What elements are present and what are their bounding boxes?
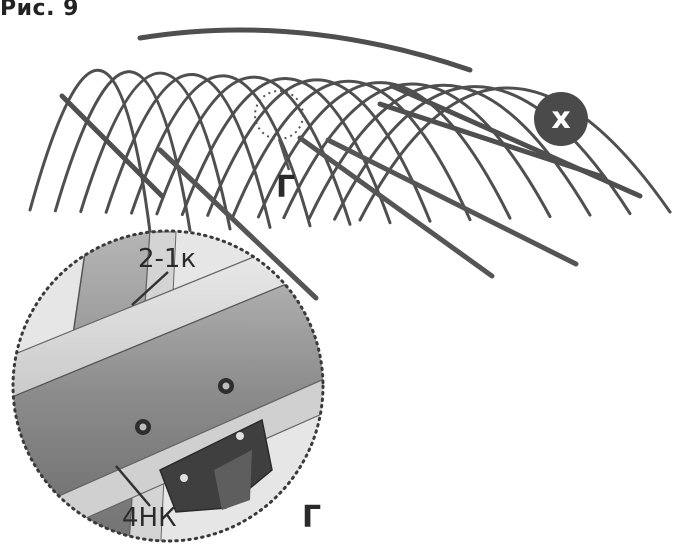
figure-title: Рис. 9 (0, 0, 79, 21)
part-label-4hk: 4НК (122, 503, 177, 533)
arch-rib-3 (79, 71, 232, 231)
arch-rib-4 (104, 73, 272, 229)
leader-4hk (115, 465, 151, 507)
right-tie-2 (389, 83, 643, 199)
loose-pipe-3 (325, 137, 579, 267)
arch-rib-9 (231, 79, 472, 222)
longitudinal-ties (59, 27, 643, 199)
main-pipe-light-bottom (13, 371, 323, 541)
leader-2-1k (131, 271, 169, 306)
detail-callout-leader (277, 138, 291, 171)
bracket-hole-1 (180, 474, 188, 482)
main-pipe-body (13, 261, 323, 523)
detail-magnified-view (11, 229, 325, 543)
loose-pipes (157, 135, 579, 301)
arch-ribs (28, 69, 672, 234)
loose-pipe-2 (297, 135, 495, 279)
left-low-tie (59, 93, 165, 199)
arch-rib-2 (53, 70, 192, 232)
loose-pipe-1 (157, 147, 319, 301)
arch-rib-10 (256, 81, 512, 220)
arch-rib-13 (333, 85, 632, 221)
detail-callout-label: Г (276, 170, 296, 205)
main-pipe-light-top (13, 231, 323, 403)
arch-rib-11 (282, 82, 552, 220)
ridge-tie (137, 27, 473, 73)
close-badge-icon: x (534, 92, 588, 146)
detail-view-label: Г (302, 500, 322, 535)
arch-rib-14 (358, 86, 672, 222)
arch-rib-1 (28, 69, 152, 234)
bracket-hole-2 (236, 432, 244, 440)
detail-view-border (11, 229, 325, 543)
part-label-2-1k: 2-1к (138, 244, 197, 274)
